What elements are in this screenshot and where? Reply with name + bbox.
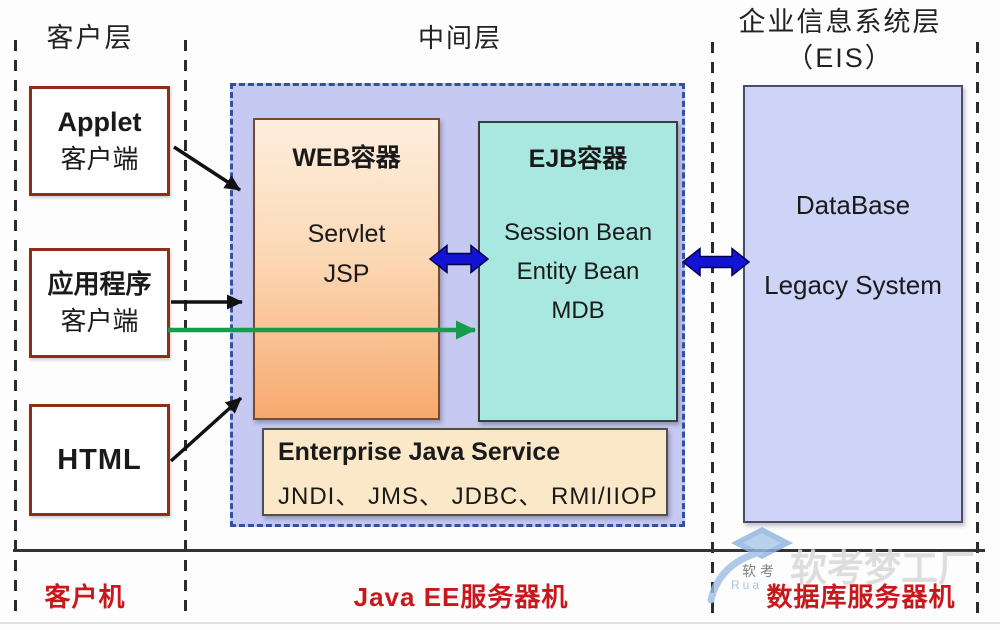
ejb-item-entity-bean: Entity Bean: [516, 258, 640, 285]
watermark-brand-text: 软考梦工厂: [790, 548, 975, 589]
application-client-label: 应用程序: [47, 269, 152, 299]
web-container-box: WEB容器 Servlet JSP: [253, 118, 440, 420]
application-client-box: 应用程序 客户端: [29, 248, 170, 358]
enterprise-java-service-list: JNDI、 JMS、 JDBC、 RMI/IIOP: [278, 483, 658, 510]
eis-tier-title-line1: 企业信息系统层: [738, 7, 942, 37]
watermark-small-text: 软考: [742, 563, 778, 579]
bottom-faint-line: [0, 622, 1000, 624]
tier-separator-left: [14, 40, 17, 618]
tier-separator-client-mid: [184, 40, 187, 618]
ejb-container-items: Session Bean Entity Bean MDB: [480, 213, 676, 330]
watermark-graduation-cap-icon: [707, 527, 793, 604]
ejb-item-session-bean: Session Bean: [503, 219, 653, 246]
client-tier-title: 客户层: [46, 23, 134, 53]
eis-item-database: DataBase: [795, 190, 911, 220]
applet-client-sublabel: 客户端: [60, 144, 139, 174]
footer-database-server-label: 数据库服务器机: [766, 582, 956, 612]
enterprise-java-service-title: Enterprise Java Service: [278, 438, 561, 466]
web-item-jsp: JSP: [323, 260, 370, 288]
web-container-title: WEB容器: [292, 144, 401, 172]
tier-separator-mid-eis: [711, 42, 714, 618]
ejb-container-title: EJB容器: [528, 145, 628, 173]
html-client-label: HTML: [57, 443, 142, 476]
middle-tier-title: 中间层: [417, 23, 502, 53]
applet-client-box: Applet 客户端: [29, 86, 170, 196]
html-client-box: HTML: [29, 404, 170, 516]
eis-item-legacy-system: Legacy System: [764, 270, 942, 300]
web-container-items: Servlet JSP: [255, 214, 438, 294]
application-client-sublabel: 客户端: [60, 306, 139, 336]
tier-separator-right: [976, 42, 979, 618]
watermark-latin-text: Rua: [731, 578, 763, 592]
footer-javaee-server-label: Java EE服务器机: [353, 582, 569, 612]
eis-database-box: DataBase Legacy System: [743, 85, 963, 523]
eis-tier-title-line2: （EIS）: [786, 43, 894, 73]
footer-client-machine-label: 客户机: [44, 582, 126, 612]
footer-divider-line: [13, 549, 985, 552]
web-item-servlet: Servlet: [307, 220, 386, 248]
double-arrow-ejb-eis: [681, 246, 751, 278]
applet-client-label: Applet: [57, 107, 142, 137]
ejb-item-mdb: MDB: [551, 297, 605, 324]
eis-tier-title: 企业信息系统层 （EIS）: [730, 4, 950, 76]
enterprise-java-service-box: Enterprise Java Service JNDI、 JMS、 JDBC、…: [262, 428, 668, 516]
ejb-container-box: EJB容器 Session Bean Entity Bean MDB: [478, 121, 678, 422]
